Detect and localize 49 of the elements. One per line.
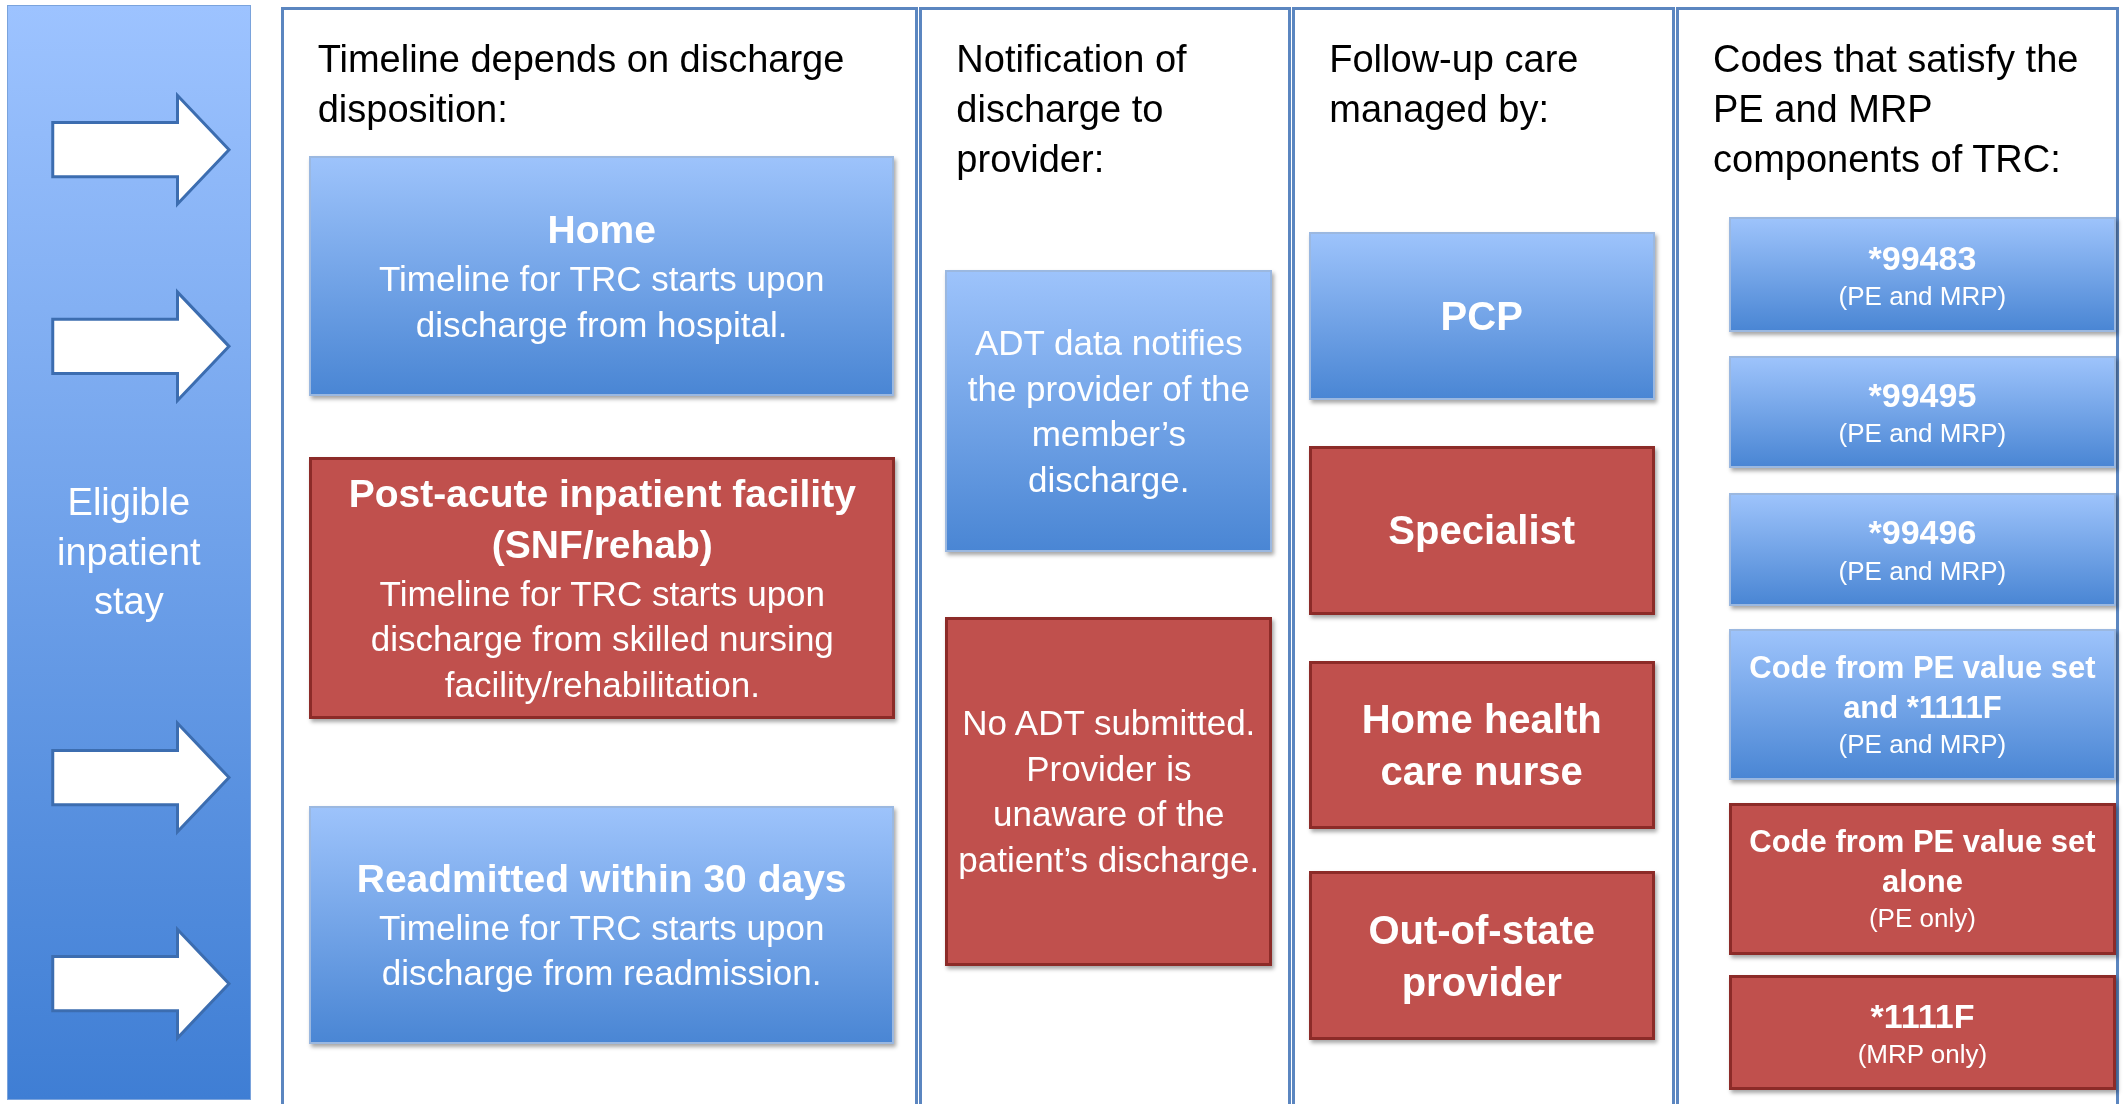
column-panel [280, 6, 918, 1104]
box-text: PCP [1439, 293, 1524, 341]
outcome-box [1308, 446, 1655, 615]
column-heading: Codes that satisfy the PE and MRP components of TRC: [1712, 36, 2080, 183]
box-description: Timeline for TRC starts upon discharge from hospital. [377, 258, 826, 346]
box-text: Specialist [1387, 507, 1577, 555]
box-title: Home [546, 207, 657, 254]
box-title: *99483 [1867, 237, 1978, 279]
box-text: Out-of-state provider [1367, 906, 1596, 1006]
box-text: ADT data notifies the provider of the member’s discharge. [966, 322, 1251, 501]
outcome-box [1729, 803, 2116, 955]
box-description: (PE and MRP) [1837, 554, 2008, 588]
outcome-box [309, 805, 894, 1045]
outcome-box [309, 156, 894, 397]
outcome-box [1729, 975, 2116, 1091]
outcome-box [309, 457, 896, 719]
column-panel [1292, 6, 1675, 1104]
box-text: Home health care nurse [1360, 695, 1603, 795]
outcome-box [1729, 217, 2116, 333]
column-panel [1676, 6, 2120, 1104]
outcome-box [1729, 492, 2116, 607]
box-title: Post-acute inpatient facility (SNF/rehab) [347, 471, 857, 568]
outcome-box [1729, 629, 2116, 780]
box-description: (PE only) [1867, 902, 1977, 936]
outcome-box [945, 617, 1273, 966]
box-description: Timeline for TRC starts upon discharge from readmission. [377, 906, 826, 995]
box-title: Code from PE value set and *1111F [1748, 648, 2097, 727]
outcome-box [1308, 232, 1655, 401]
outcome-box [1308, 870, 1655, 1041]
box-title: *1111F [1869, 995, 1976, 1037]
box-title: Code from PE value set alone [1748, 822, 2097, 902]
outcome-box [1729, 355, 2116, 469]
box-description: (PE and MRP) [1837, 280, 2008, 314]
stage-band [6, 5, 251, 1100]
box-description: Timeline for TRC starts upon discharge from skilled nursing facility/rehabilitation. [369, 572, 835, 706]
box-text: No ADT submitted. Provider is unaware of the patient’s discharge. [957, 702, 1261, 881]
box-title: *99495 [1867, 374, 1978, 416]
column-heading: Timeline depends on discharge disposition: [316, 36, 846, 132]
box-title: *99496 [1867, 512, 1978, 554]
outcome-box [1308, 660, 1655, 829]
stage-label: Eligible inpatient stay [55, 480, 202, 625]
box-title: Readmitted within 30 days [355, 856, 848, 903]
outcome-box [945, 270, 1273, 553]
column-panel [919, 6, 1291, 1104]
box-description: (PE and MRP) [1837, 417, 2008, 450]
column-heading: Follow-up care managed by: [1328, 36, 1580, 132]
box-description: (MRP only) [1856, 1038, 1989, 1072]
column-heading: Notification of discharge to provider: [955, 36, 1188, 183]
box-description: (PE and MRP) [1837, 728, 2008, 762]
